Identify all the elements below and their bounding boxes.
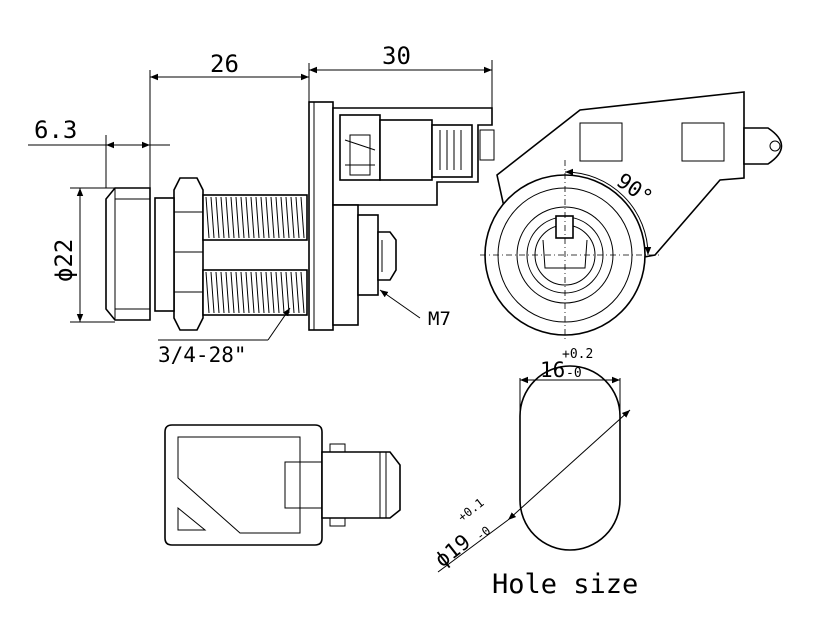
mounting-flange [308, 101, 334, 331]
thread-ridge [255, 271, 260, 314]
dim-30: 30 [382, 42, 411, 70]
thread-ridge [270, 196, 275, 239]
front-view: 90° [480, 91, 783, 340]
hole-dia-base: ϕ19 [430, 530, 475, 572]
thread-ridge [250, 271, 255, 314]
thread-ridge [240, 196, 245, 239]
thread-ridge [300, 271, 305, 314]
thread-ridge [225, 271, 230, 314]
hole-size-caption: Hole size [492, 569, 638, 600]
hole-outline [519, 365, 621, 551]
thread-ridge [225, 196, 230, 239]
key-blade [321, 451, 401, 519]
hole-width-base: 16 [540, 358, 565, 382]
lock-cap [105, 187, 151, 321]
dim-26: 26 [210, 50, 239, 78]
thread-ridge [250, 196, 255, 239]
thread-ridge [285, 271, 290, 314]
hex-nut [173, 177, 204, 331]
thread-ridge [235, 271, 240, 314]
dim-6-3: 6.3 [34, 116, 77, 144]
dim-phi-22: ϕ22 [50, 239, 78, 282]
thread-ridge [275, 271, 280, 314]
side-view: 6.3 26 30 ϕ22 3/4-28" M7 [28, 42, 495, 367]
thread-ridge [230, 271, 235, 314]
thread-ridge [210, 271, 215, 314]
hole-width-lower-tol: -0 [566, 366, 582, 381]
thread-ridge [205, 271, 210, 314]
thread-ridge [265, 271, 270, 314]
thread-ridge [285, 196, 290, 239]
thread-ridge [260, 196, 265, 239]
hole-size-view: 16 +0.2 -0 ϕ19 +0.1 -0 Hole size [430, 347, 638, 600]
thread-ridge [205, 196, 210, 239]
thread-ridge [220, 271, 225, 314]
thread-ridge [240, 271, 245, 314]
hole-dia-upper-tol: +0.1 [455, 496, 486, 525]
thread-ridge [265, 196, 270, 239]
thread-ridge [230, 196, 235, 239]
thread-ridge [215, 271, 220, 314]
thread-ridge [235, 196, 240, 239]
thread-ridge [260, 271, 265, 314]
thread-ridge [300, 196, 305, 239]
thread-ridge [290, 271, 295, 314]
hole-dia-lower-tol: -0 [473, 523, 493, 543]
key-bow [164, 424, 323, 546]
key-view [164, 424, 401, 546]
thread-ridge [210, 196, 215, 239]
thread-ridge [215, 196, 220, 239]
hole-width-upper-tol: +0.2 [562, 347, 593, 362]
screw-m7 [377, 231, 397, 281]
nut-size-label: M7 [428, 308, 451, 330]
threaded-body [202, 194, 308, 316]
thread-ridge [275, 196, 280, 239]
thread-spec-label: 3/4-28" [158, 343, 247, 367]
thread-ridge [270, 271, 275, 314]
thread-ridge [255, 196, 260, 239]
thread-ridge [280, 271, 285, 314]
thread-ridge [245, 196, 250, 239]
thread-ridge [245, 271, 250, 314]
thread-ridge [295, 196, 300, 239]
thread-ridge [290, 196, 295, 239]
thread-ridge [220, 196, 225, 239]
thread-ridge [295, 271, 300, 314]
thread-ridge [280, 196, 285, 239]
